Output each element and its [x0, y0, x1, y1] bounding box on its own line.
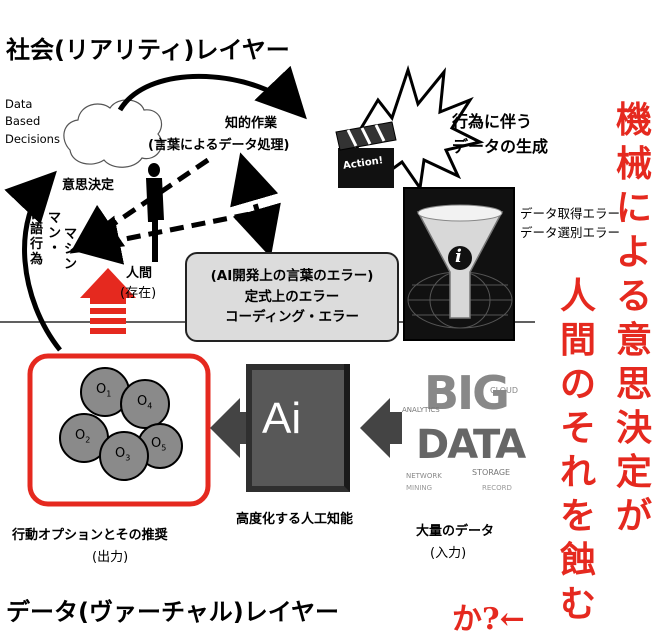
bigdata-small-5: MINING	[406, 484, 433, 492]
man-machine-col-1: マ シ ン	[64, 227, 78, 272]
ai-label: 高度化する人工知能	[236, 512, 354, 527]
option-o4	[120, 379, 170, 429]
bigdata-small-2: STORAGE	[472, 468, 511, 477]
option-o3	[99, 431, 149, 481]
bigdata-small-1: ANALYTICS	[402, 406, 440, 414]
cloud-text: Data Based Decisions	[5, 96, 60, 148]
info-icon: i	[455, 246, 462, 267]
human-sub-label: (存在)	[120, 286, 157, 301]
intellectual-line-1: 知的作業	[224, 116, 277, 131]
red-text-bottom: か?←	[452, 602, 525, 637]
cloud-line-3: Decisions	[5, 131, 60, 146]
option-o4-label: O4	[137, 394, 153, 411]
arc-arrow-top	[117, 65, 307, 120]
dashed-arrow-3	[70, 207, 271, 265]
ai-logo-icon	[246, 364, 350, 492]
decision-label: 意思決定	[62, 178, 115, 193]
option-o3-label: O3	[115, 446, 131, 463]
output-label: 行動オプションとその推奨	[12, 528, 168, 543]
intellectual-label: 知的作業	[195, 112, 307, 131]
bigdata-small-3: NETWORK	[406, 472, 442, 480]
arrow-ai-to-output	[210, 398, 250, 458]
input-sub-label: (入力)	[430, 546, 467, 561]
errors-line-1: (AI開発上の言葉のエラー)	[210, 267, 374, 284]
bigdata-small-4: CLOUD	[490, 386, 519, 395]
acquisition-line-1: データ取得エラー	[520, 206, 621, 221]
input-label: 大量のデータ	[416, 524, 495, 539]
red-text-left-column: 人 間 の そ れ を 蝕 む	[559, 275, 596, 625]
cloud-line-1: Data	[5, 97, 33, 111]
funnel-panel	[403, 187, 515, 341]
errors-line-2: 定式上のエラー	[244, 288, 340, 305]
option-o5-label: O5	[151, 436, 167, 453]
action-data-label: 行為に伴う データの生成	[452, 110, 548, 160]
red-text-right-column: 機 械 に よ る 意 思 決 定 が	[615, 99, 652, 537]
clapperboard-icon	[335, 121, 397, 188]
bigdata-small-6: RECORD	[482, 484, 512, 492]
action-data-line-2: データの生成	[452, 136, 549, 156]
output-sub-label: (出力)	[92, 550, 129, 565]
red-up-arrow	[80, 268, 136, 334]
bigdata-word-big: BIG	[424, 366, 510, 420]
bigdata-wordcloud: BIG DATA ANALYTICS STORAGE NETWORK CLOUD…	[402, 366, 526, 496]
action-data-line-1: 行為に伴う	[452, 112, 533, 131]
arrow-data-to-ai	[360, 398, 402, 458]
human-silhouette-icon	[146, 163, 164, 262]
option-o1-label: O1	[96, 382, 112, 399]
acquisition-errors-label: データ取得エラー データ選別エラー	[520, 204, 640, 243]
human-label: 人間	[126, 266, 153, 281]
acquisition-line-2: データ選別エラー	[520, 225, 621, 241]
option-circles	[59, 367, 183, 481]
dashed-arrow-2	[230, 152, 281, 258]
intellectual-line-2: (言葉によるデータ処理)	[148, 138, 290, 153]
coding-errors-box: (AI開発上の言葉のエラー) 定式上のエラー コーディング・エラー	[185, 252, 399, 342]
bigdata-word-data: DATA	[416, 422, 526, 468]
output-frame	[27, 353, 211, 507]
arc-arrow-left	[4, 170, 62, 352]
ai-logo-text: Ai	[262, 394, 302, 443]
man-machine-col-3: 言 語 行 為	[30, 207, 44, 267]
dashed-arrow-1	[69, 157, 210, 254]
option-o2-label: O2	[75, 428, 91, 445]
reality-layer-title: 社会(リアリティ)レイヤー	[6, 36, 290, 64]
man-machine-col-2: マ ン ・	[48, 211, 62, 256]
thought-cloud	[63, 99, 163, 168]
cloud-line-2: Based	[5, 114, 41, 129]
errors-line-3: コーディング・エラー	[224, 309, 360, 326]
virtual-layer-title: データ(ヴァーチャル)レイヤー	[6, 598, 339, 626]
